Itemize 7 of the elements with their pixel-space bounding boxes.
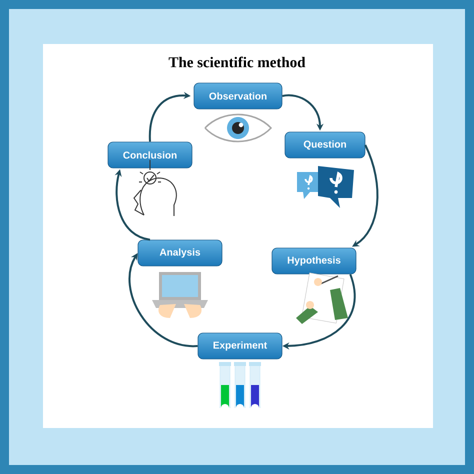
step-box: Question — [284, 132, 366, 158]
step-box: Observation — [194, 82, 282, 110]
step-box: Conclusion — [108, 142, 192, 168]
title: The scientific method — [168, 56, 306, 68]
step-box: Hypothesis — [272, 248, 356, 274]
step-box: Analysis — [138, 240, 222, 266]
step-box: Experiment — [198, 332, 282, 360]
